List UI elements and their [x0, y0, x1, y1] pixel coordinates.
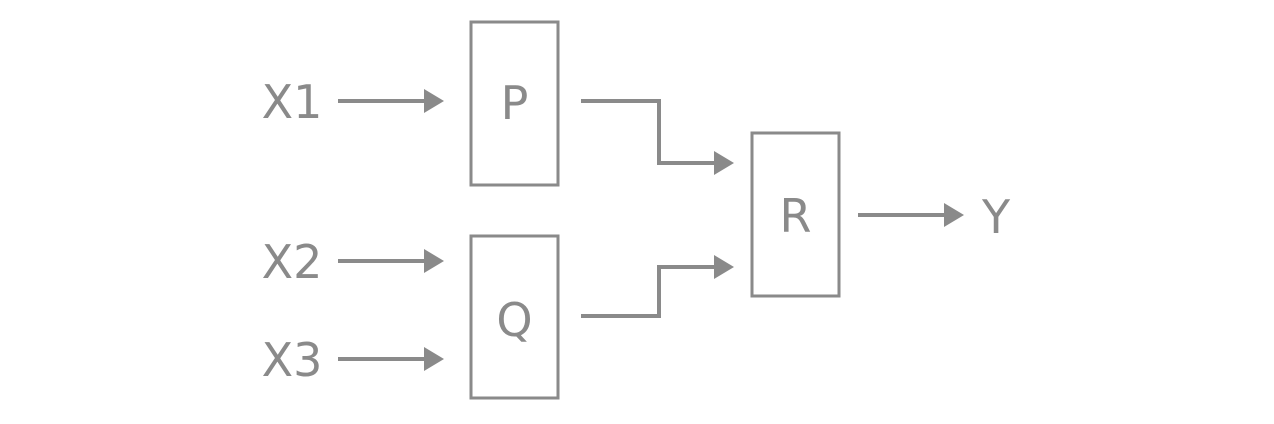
block-p: P — [469, 20, 560, 187]
block-r: R — [750, 131, 841, 298]
block-p-frame — [469, 20, 560, 187]
block-q-frame — [469, 234, 560, 400]
block-q: Q — [469, 234, 560, 400]
input-label-x3: X3 — [262, 333, 323, 387]
arrow-r-to-y — [858, 203, 964, 227]
arrow-x2-to-q — [338, 249, 444, 273]
arrow-x3-to-q — [338, 347, 444, 371]
input-label-x2: X2 — [262, 235, 323, 289]
output-label-y: Y — [981, 190, 1011, 244]
arrow-p-to-r — [581, 99, 734, 175]
arrow-x1-to-p — [338, 89, 444, 113]
block-q-label: Q — [496, 293, 532, 347]
block-r-label: R — [780, 189, 812, 243]
block-r-frame — [750, 131, 841, 298]
block-p-label: P — [501, 76, 529, 130]
arrow-q-to-r — [581, 255, 734, 318]
input-label-x1: X1 — [262, 75, 323, 129]
